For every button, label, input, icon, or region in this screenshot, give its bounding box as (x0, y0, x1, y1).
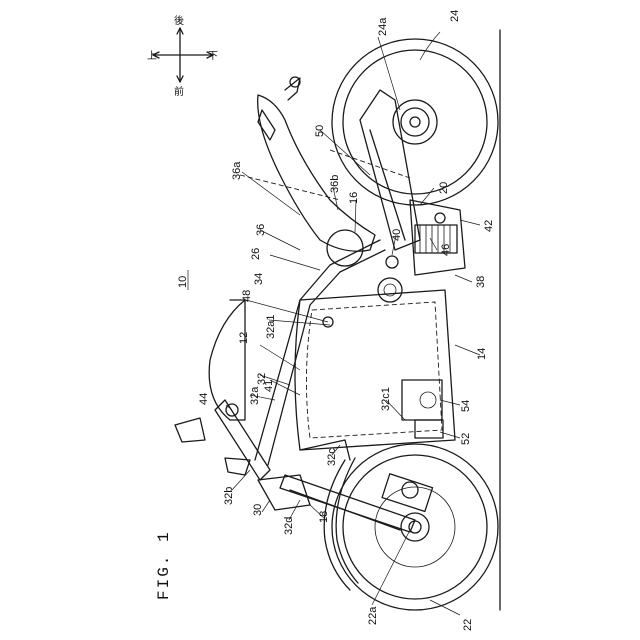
direction-rear-label: 後 (174, 14, 184, 27)
front-brake-parts (402, 380, 443, 438)
ref-label: 48 (241, 290, 253, 302)
ref-label: 44 (198, 393, 210, 405)
ref-label: 32d (283, 517, 295, 535)
ref-label: 42 (483, 220, 495, 232)
ref-label: 24a (377, 17, 389, 36)
assembly-ref-label: 10 (177, 276, 189, 288)
rear-wheel (332, 39, 498, 205)
ref-label: 16 (348, 192, 360, 204)
ref-label: 20 (438, 182, 450, 194)
ref-label: 12 (238, 332, 250, 344)
ref-label: 36 (255, 224, 267, 236)
ref-label: 26 (250, 248, 262, 260)
ref-label: 40 (391, 229, 403, 241)
ref-label: 22 (462, 619, 474, 631)
figure-title: FIG. 1 (155, 530, 173, 600)
ref-label: 32b (223, 487, 235, 505)
ref-label: 24 (449, 10, 461, 22)
direction-down-label: 下 (208, 51, 218, 62)
ref-label: 18 (318, 511, 330, 523)
ref-label: 32a1 (265, 315, 277, 339)
ref-label: 54 (460, 400, 472, 412)
direction-indicator: 上 下 前 後 (147, 14, 218, 98)
battery-case (295, 278, 455, 450)
direction-up-label: 上 (147, 50, 157, 62)
ref-label: 32a (249, 386, 261, 405)
ref-label: 46 (440, 244, 452, 256)
ref-label: 36a (231, 161, 243, 180)
ref-label: 32c1 (380, 387, 392, 411)
ref-label: 14 (476, 348, 488, 360)
ref-label: 52 (460, 433, 472, 445)
direction-front-label: 前 (174, 85, 184, 98)
ref-label: 41 (263, 380, 275, 392)
front-lower-cowl (258, 475, 310, 510)
front-wheel (332, 444, 498, 610)
ref-label: 30 (252, 504, 264, 516)
front-fender (324, 460, 350, 590)
ref-label: 32c (326, 448, 338, 466)
ref-label: 38 (475, 276, 487, 288)
reference-numerals: 12 14 16 18 20 22 22a 24 24a 26 30 32 32… (198, 10, 495, 631)
ref-label: 22a (367, 606, 379, 625)
ref-label: 50 (314, 125, 326, 137)
ref-label: 36b (329, 175, 341, 193)
ref-label: 34 (253, 273, 265, 285)
